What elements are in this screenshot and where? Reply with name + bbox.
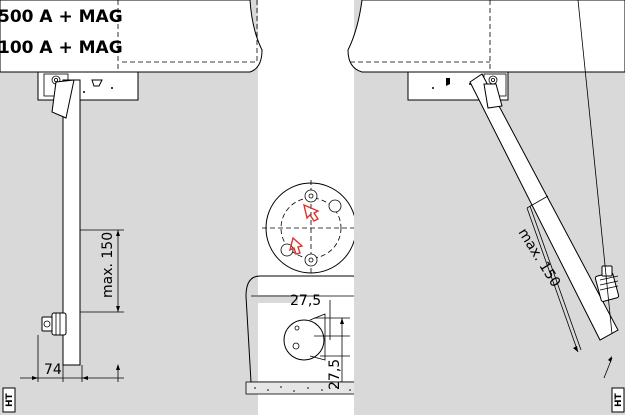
right-ht-badge: HT: [611, 387, 625, 413]
arrow-icon-red-lower: [288, 236, 304, 255]
svg-text:HT: HT: [5, 392, 15, 407]
left-dim-max-150: max. 150: [80, 229, 124, 313]
model-label-100: 100 A + MAG: [0, 38, 123, 58]
right-arm: [469, 73, 619, 341]
arrow-icon-red-upper: [303, 203, 320, 222]
left-door-stop-body: [37, 71, 139, 101]
left-wall-view: 500 A + MAG 100 A + MAG: [0, 0, 263, 415]
left-holder: [41, 312, 67, 336]
left-frame-dashed-edge: [120, 0, 258, 63]
left-ht-badge: HT: [2, 387, 16, 413]
right-wall-view: max. 150 HT: [347, 0, 625, 415]
right-door-frame: [347, 0, 625, 73]
left-door-frame: [0, 0, 263, 73]
right-arm-joint: [483, 83, 503, 109]
left-dim-74: 74: [20, 335, 124, 382]
left-arm-joint: [51, 79, 75, 119]
center-detail: 27,5 27,5 80: [245, 180, 398, 395]
floor-base: [245, 381, 367, 395]
model-label-500: 500 A + MAG: [0, 7, 123, 27]
mounting-bracket: 27,5 27,5 80: [245, 275, 398, 395]
mounting-plate-circle: [262, 180, 360, 276]
left-max-label: max. 150: [100, 232, 116, 298]
bracket-width-label: 27,5: [290, 293, 321, 309]
bracket-height-label: 27,5: [327, 359, 343, 390]
svg-text:HT: HT: [614, 392, 624, 407]
left-74-label: 74: [44, 362, 62, 378]
